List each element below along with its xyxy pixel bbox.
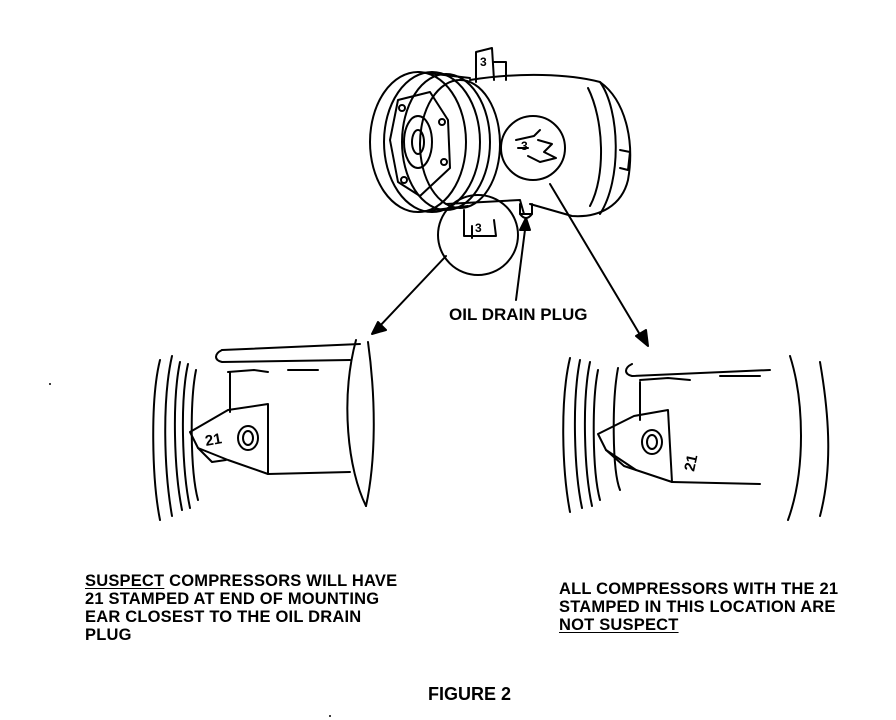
oil-drain-plug-label: OIL DRAIN PLUG [449,305,588,324]
figure-title: FIGURE 2 [428,684,512,704]
right-caption-line-2: STAMPED IN THIS LOCATION ARE [559,598,836,616]
right-caption: ALL COMPRESSORS WITH THE 21 STAMPED IN T… [559,580,838,634]
left-caption: SUSPECT COMPRESSORS WILL HAVE 21 STAMPED… [85,572,397,644]
right-detail-number: 3 [521,139,528,153]
compressor-rear-ring [599,81,617,215]
pointer-arrows [371,183,649,347]
clutch-hub [403,115,433,169]
left-mounting-ear [189,403,269,475]
arrow-to-right-detail [549,183,643,339]
right-caption-line-1: ALL COMPRESSORS WITH THE 21 [559,580,839,598]
oil-drain-plug [519,203,533,215]
clutch-plate [389,91,451,197]
left-caption-line-4: PLUG [85,626,132,644]
right-stamp-number: 21 [681,453,701,473]
suspect-emphasis: SUSPECT [85,572,165,590]
left-caption-line-1: SUSPECT COMPRESSORS WILL HAVE [85,572,397,590]
left-ear-bolt-hole [237,425,259,451]
compressor-body [469,73,632,218]
left-caption-line-1-rest: COMPRESSORS WILL HAVE [164,572,398,590]
right-ear-bolt-hole [641,429,663,455]
detail-circle-right [500,115,566,181]
left-mounting-detail [152,339,375,521]
left-stamp-number: 21 [204,430,223,450]
detail-circle-left [437,194,519,276]
left-caption-line-2: 21 STAMPED AT END OF MOUNTING [85,590,380,608]
compressor-illustration [369,47,632,276]
left-caption-line-3: EAR CLOSEST TO THE OIL DRAIN [85,608,362,626]
arrow-to-left-detail [377,255,447,329]
oil-drain-leader [515,221,527,301]
not-suspect-emphasis: NOT SUSPECT [559,616,679,634]
top-bracket-number: 3 [480,55,487,69]
top-mounting-bracket [475,47,495,83]
left-detail-number: 3 [475,221,482,235]
right-mounting-detail [562,355,830,521]
